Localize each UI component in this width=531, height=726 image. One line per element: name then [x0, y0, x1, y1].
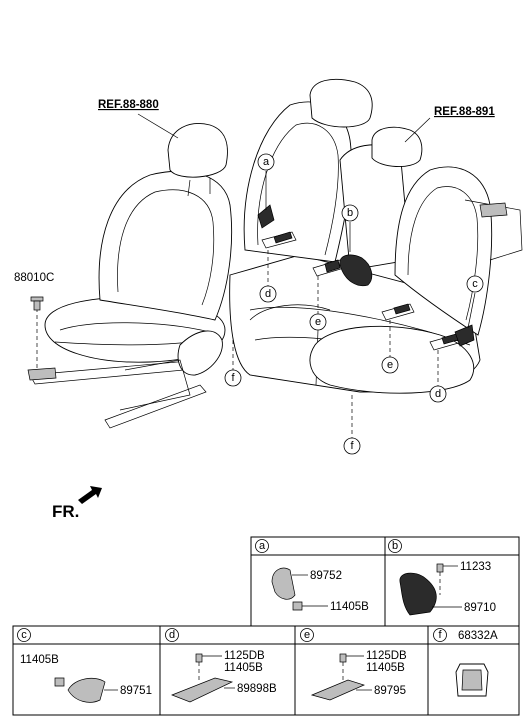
- svg-text:c: c: [21, 629, 27, 641]
- bolt-label: 88010C: [14, 272, 54, 284]
- svg-text:1125DB: 1125DB: [224, 650, 265, 662]
- callout-f-left: f: [224, 369, 242, 387]
- svg-text:a: a: [259, 540, 266, 552]
- svg-text:f: f: [438, 629, 442, 641]
- callout-c: c: [466, 275, 484, 293]
- svg-text:e: e: [304, 629, 310, 641]
- svg-text:89751: 89751: [120, 685, 152, 697]
- svg-text:89752: 89752: [310, 570, 342, 582]
- svg-text:d: d: [169, 629, 175, 641]
- svg-text:b: b: [392, 540, 398, 552]
- front-arrow-icon: [78, 486, 102, 504]
- leader-lines: [36, 113, 476, 438]
- callout-b: b: [341, 204, 359, 222]
- table-cell-e: e 1125DB 11405B 89795: [300, 628, 407, 701]
- svg-text:11405B: 11405B: [330, 601, 369, 613]
- front-marker: FR.: [52, 502, 79, 521]
- svg-text:1125DB: 1125DB: [366, 650, 407, 662]
- svg-text:11405B: 11405B: [366, 662, 405, 674]
- callout-d-left: d: [259, 285, 277, 303]
- table-cell-c: c 11405B 89751: [17, 628, 152, 703]
- svg-text:11233: 11233: [460, 561, 491, 573]
- bolt-88010c-icon: [30, 296, 44, 311]
- callout-f-bottom: f: [343, 437, 361, 455]
- svg-text:d: d: [265, 288, 271, 300]
- svg-text:d: d: [435, 388, 441, 400]
- parts-table: [12, 536, 520, 716]
- table-cell-d: d 1125DB 11405B 89898B: [165, 628, 277, 703]
- svg-text:89898B: 89898B: [237, 683, 277, 695]
- svg-text:c: c: [472, 278, 478, 290]
- front-seat: [27, 123, 233, 429]
- callout-d-right: d: [429, 385, 447, 403]
- svg-text:a: a: [263, 156, 270, 168]
- table-cell-f: f 68332A: [433, 628, 498, 697]
- rear-seat: [229, 78, 523, 394]
- ref-right-label: REF.88-891: [434, 106, 495, 118]
- table-cell-a: a 89752 11405B: [255, 539, 369, 613]
- svg-text:11405B: 11405B: [20, 654, 59, 666]
- table-cell-b: b 11233 89710: [388, 539, 496, 616]
- svg-text:b: b: [347, 207, 353, 219]
- svg-text:f: f: [350, 440, 354, 452]
- callout-e-left: e: [309, 313, 327, 331]
- callout-a: a: [257, 153, 275, 171]
- svg-text:68332A: 68332A: [458, 630, 498, 642]
- svg-text:89710: 89710: [464, 602, 496, 614]
- svg-text:f: f: [231, 372, 235, 384]
- svg-text:89795: 89795: [374, 685, 406, 697]
- svg-text:e: e: [315, 316, 321, 328]
- svg-text:11405B: 11405B: [224, 662, 263, 674]
- callout-e-right: e: [381, 356, 399, 374]
- seat-installed-parts: [257, 204, 475, 351]
- svg-text:e: e: [387, 359, 393, 371]
- ref-left-label: REF.88-880: [98, 99, 159, 111]
